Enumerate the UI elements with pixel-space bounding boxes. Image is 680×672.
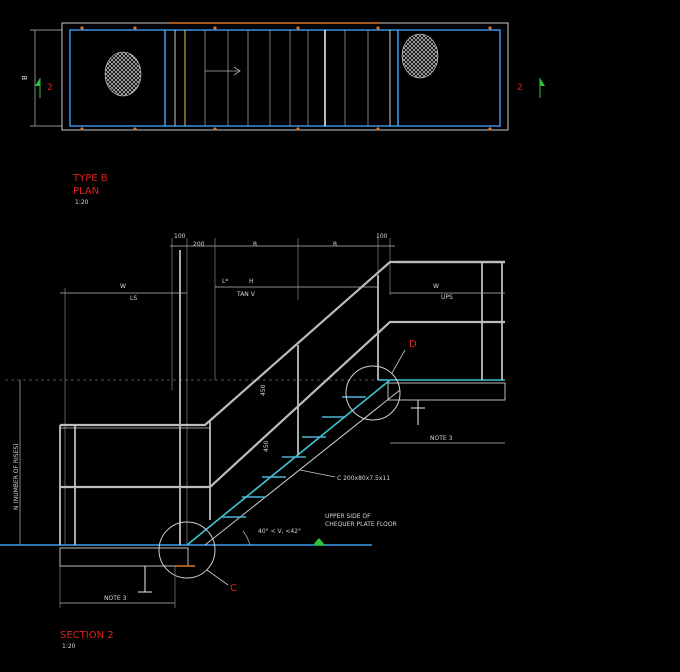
detail-circle-c	[158, 521, 216, 579]
section-title: SECTION 2	[60, 630, 114, 641]
plan-chequer-patch-left	[104, 51, 142, 97]
dim-r1: R	[253, 241, 257, 248]
l-label: L*	[222, 278, 228, 285]
dim-200: 200	[193, 241, 205, 248]
section-marker-left-label: 2	[47, 83, 53, 93]
dim-100-left: 100	[174, 233, 186, 240]
dim-450b: 450	[263, 440, 270, 452]
section-marker-right-label: 2	[517, 83, 523, 93]
w-left-label: W	[120, 283, 126, 290]
section-view: 100 200 R R 100 W LS W UPS L* H TAN V N …	[0, 233, 506, 650]
plan-chequer-patch-right	[401, 33, 439, 79]
detail-d-label: D	[409, 339, 417, 350]
stair-treads	[222, 396, 366, 518]
detail-circle-d	[345, 365, 401, 421]
angle-label: 40° < V, <42°	[258, 528, 301, 535]
lower-beam	[59, 547, 189, 567]
plan-title-line1: TYPE B	[72, 173, 108, 184]
section-marker-left-icon	[35, 78, 41, 98]
rises-label: N (NUMBER OF RISES)	[13, 443, 20, 510]
ls-label: LS	[130, 295, 137, 302]
h-label: H	[249, 278, 254, 285]
floor-label-line1: UPPER SIDE OF	[325, 513, 371, 520]
plan-view: B 2 2 TYPE B PLAN 1:20	[21, 22, 545, 206]
stringer-bottom	[204, 389, 401, 546]
ups-label: UPS	[441, 294, 453, 301]
upper-landing-beam	[387, 382, 506, 401]
handrail-posts	[59, 250, 503, 545]
plan-bolt-markers	[80, 26, 492, 131]
plan-direction-arrow-icon	[205, 66, 241, 76]
section-marker-right-icon	[539, 78, 545, 98]
plan-inner-frame	[69, 29, 501, 127]
channel-label: C 200x80x7.5x11	[337, 475, 390, 482]
floor-label-line2: CHEQUER PLATE FLOOR	[325, 521, 397, 528]
dim-r2: R	[333, 241, 337, 248]
dim-450: 450	[260, 384, 267, 396]
tan-label: TAN V	[236, 291, 256, 298]
floor-level-marker-icon	[313, 538, 325, 546]
dim-100-right: 100	[376, 233, 388, 240]
plan-treads	[204, 30, 369, 126]
w-right-label: W	[433, 283, 439, 290]
note-right: NOTE 3	[430, 435, 453, 442]
detail-c-label: C	[230, 583, 237, 594]
plan-width-dim-label: B	[21, 75, 29, 80]
top-dimension-chain	[170, 238, 395, 545]
section-scale: 1:20	[62, 643, 76, 650]
note-left: NOTE 3	[104, 595, 127, 602]
plan-title-line2: PLAN	[73, 186, 99, 197]
handrail-mid	[60, 320, 505, 489]
stringer-top	[186, 379, 391, 546]
plan-scale: 1:20	[75, 199, 89, 206]
